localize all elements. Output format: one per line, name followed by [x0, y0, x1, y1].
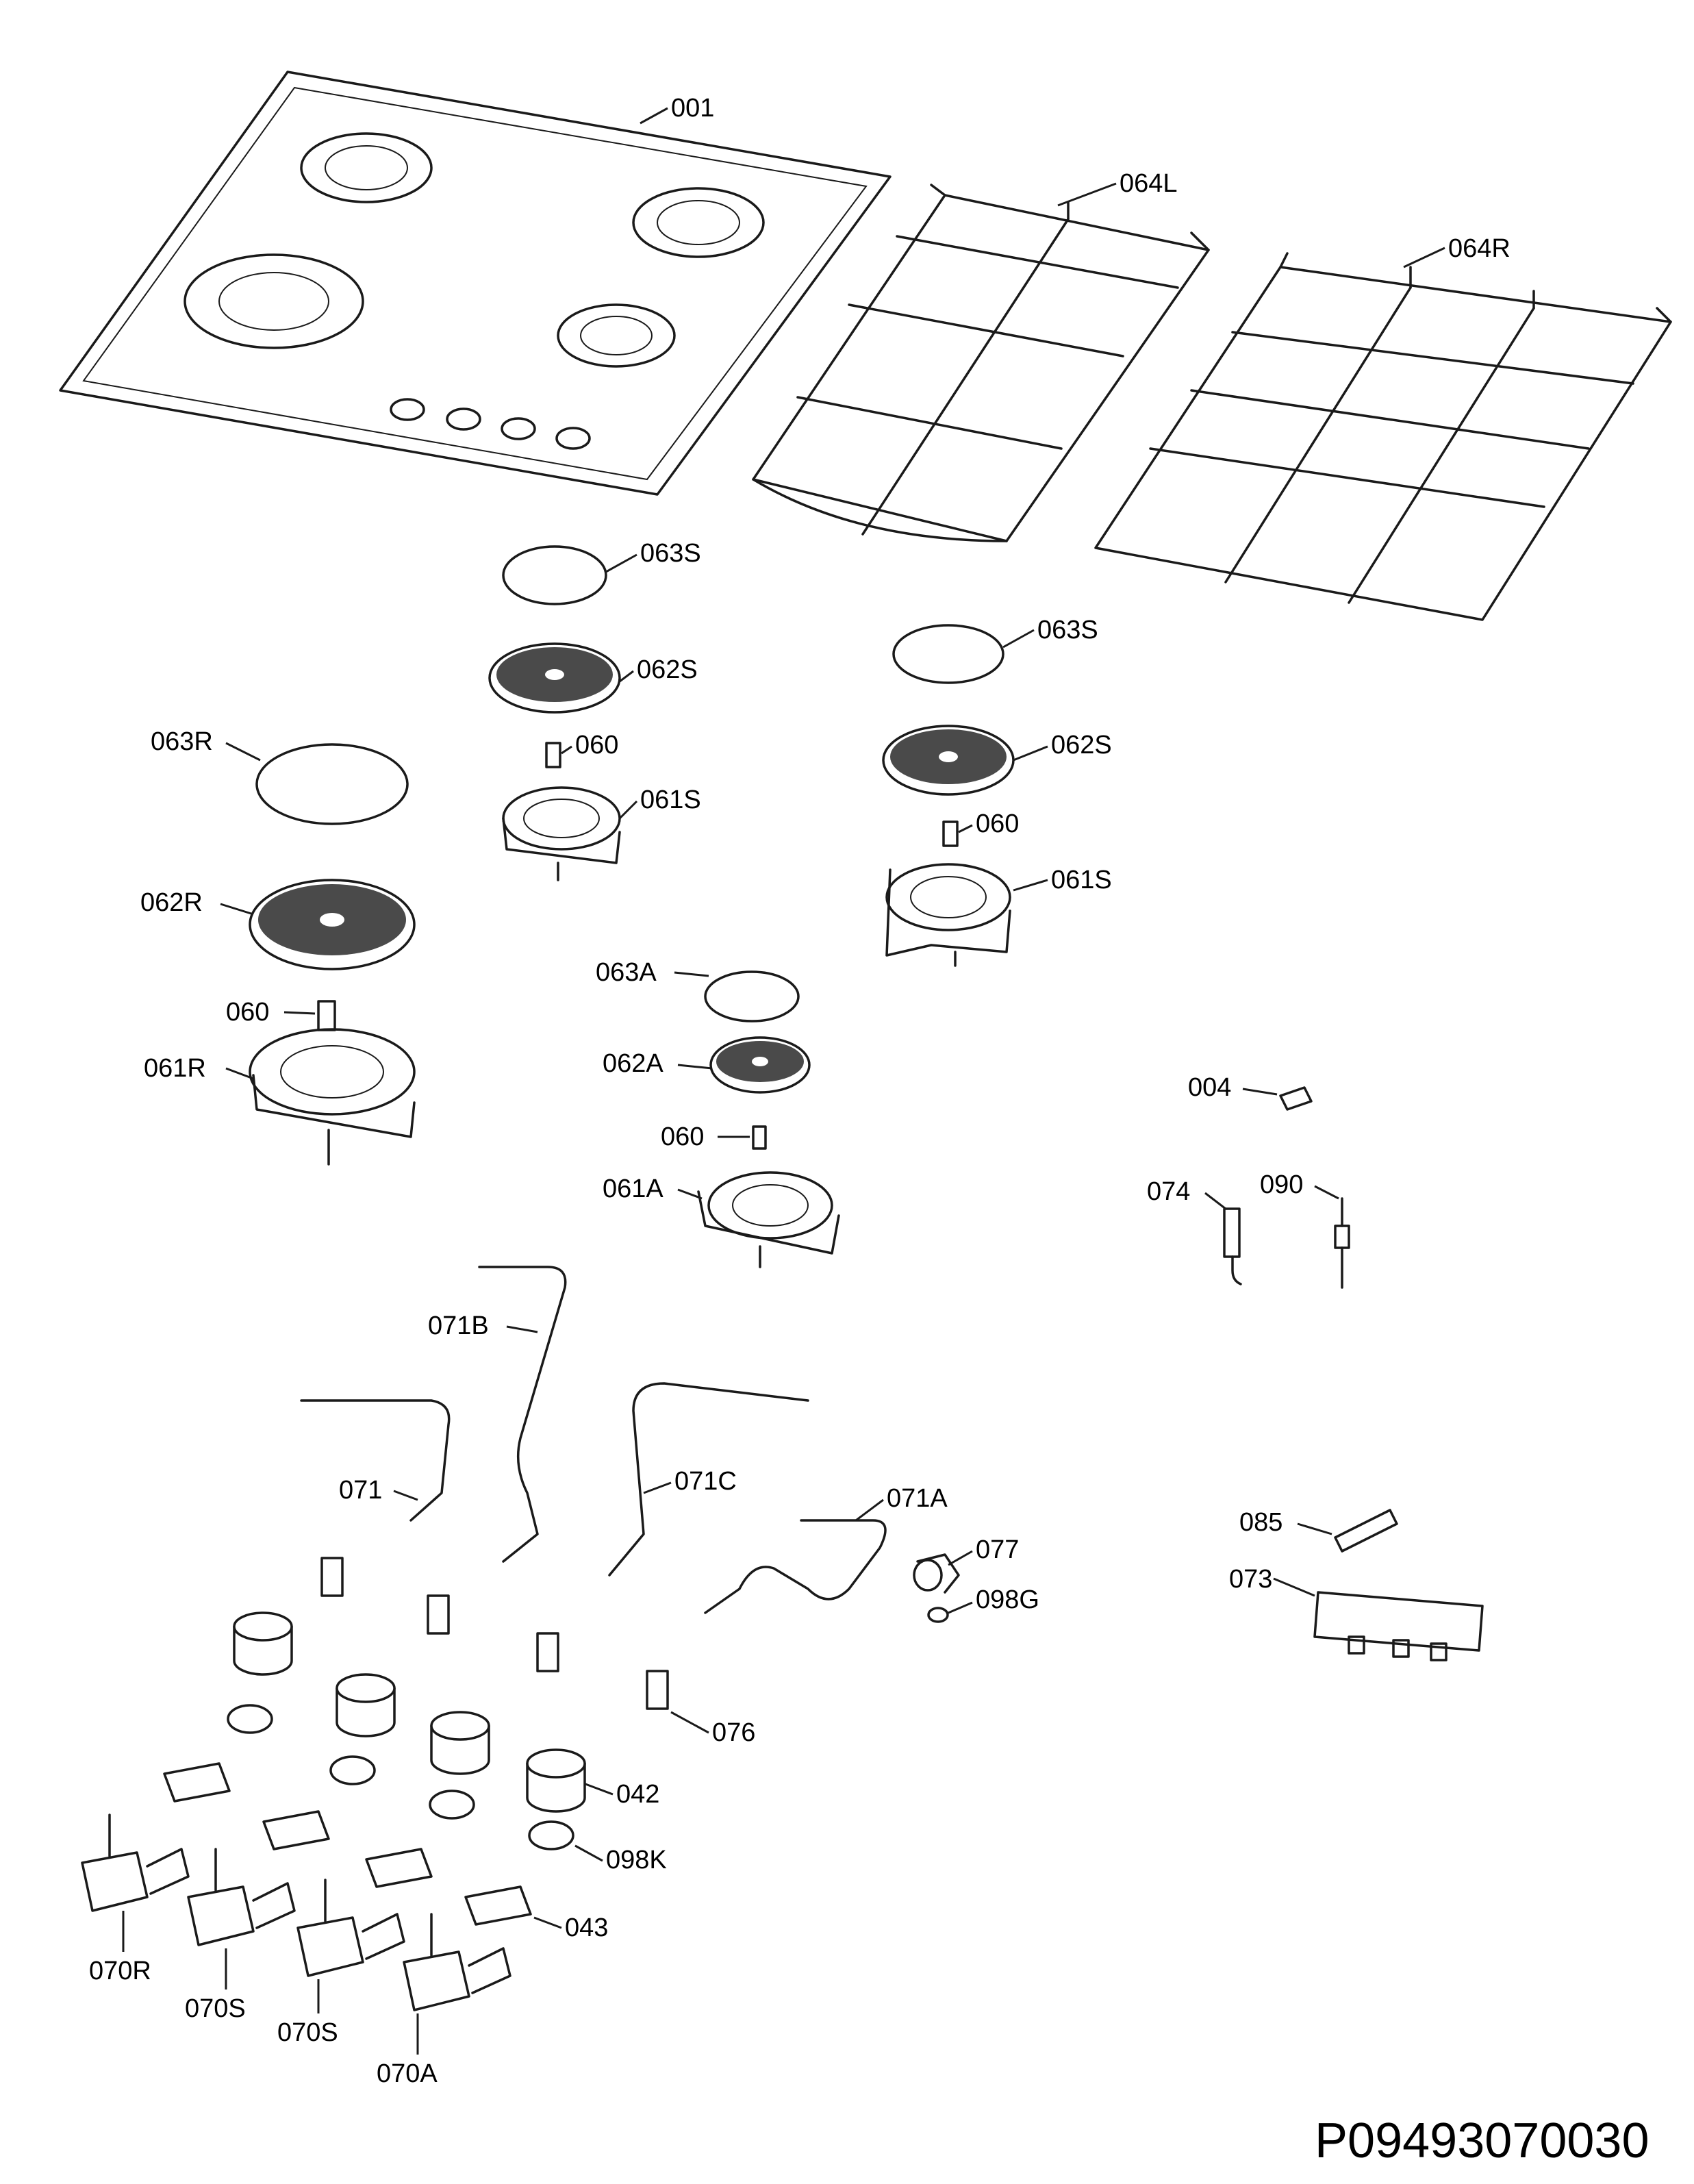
microswitch-043-a [163, 1762, 231, 1803]
label-063S-b: 063S [1037, 616, 1098, 644]
label-071C: 071C [674, 1467, 737, 1496]
gas-valve-070R [81, 1813, 190, 1912]
burner-body-061S-b [885, 863, 1011, 967]
part-labels: 001 064L 064R 063S 063S 062S 062S 063R 0… [89, 94, 1510, 2088]
gas-pipe-071C [608, 1382, 809, 1577]
bracket-076-d [646, 1670, 669, 1710]
label-060-a: 060 [575, 731, 618, 760]
label-063A: 063A [596, 958, 657, 987]
label-042: 042 [616, 1780, 659, 1809]
burner-body-061S-a [502, 786, 621, 881]
injector-060-d [752, 1125, 767, 1150]
knob-042-d [526, 1748, 586, 1813]
gas-pipe-071B [478, 1266, 567, 1563]
gas-valve-070S-a [187, 1848, 296, 1946]
label-071: 071 [339, 1476, 382, 1505]
burner-body-061A [697, 1171, 840, 1268]
label-073: 073 [1229, 1565, 1272, 1594]
injector-060-b [942, 820, 959, 847]
bracket-076-c [536, 1632, 559, 1672]
ignition-electrode-074 [1223, 1207, 1242, 1285]
label-076: 076 [712, 1718, 755, 1747]
thermocouple-090 [1334, 1197, 1350, 1289]
label-061S-a: 061S [640, 786, 701, 814]
ignition-generator-073 [1313, 1591, 1484, 1661]
elbow-connector-077 [913, 1553, 960, 1594]
label-064R: 064R [1448, 234, 1510, 263]
label-061R: 061R [144, 1054, 206, 1083]
clip-004 [1279, 1086, 1313, 1111]
burner-crown-062S-a [488, 642, 621, 714]
label-060-d: 060 [661, 1122, 704, 1151]
burner-crown-062S-b [882, 725, 1015, 796]
gas-pipe-071A [704, 1519, 887, 1614]
label-071B: 071B [428, 1311, 489, 1340]
label-062A: 062A [603, 1049, 663, 1078]
gas-valve-070S-b [296, 1879, 405, 1977]
label-063R: 063R [151, 727, 213, 756]
burner-crown-062R [249, 879, 416, 970]
bracket-076-b [427, 1594, 450, 1635]
label-060-c: 060 [226, 998, 269, 1027]
burner-body-061R [249, 1028, 416, 1166]
knob-042-a [233, 1611, 293, 1676]
label-090: 090 [1260, 1170, 1303, 1199]
bracket-076-a [320, 1557, 344, 1597]
label-064L: 064L [1120, 169, 1178, 198]
burner-cap-063R [255, 743, 409, 825]
gas-valve-070A [403, 1913, 511, 2011]
label-098G: 098G [976, 1585, 1039, 1614]
leader-lines [122, 107, 1445, 2055]
label-001: 001 [671, 94, 714, 123]
label-085: 085 [1239, 1508, 1282, 1537]
label-062R: 062R [140, 888, 203, 917]
label-061A: 061A [603, 1175, 663, 1203]
burner-cap-063S-a [502, 545, 607, 605]
label-060-b: 060 [976, 809, 1019, 838]
pan-support-right-064R [1094, 252, 1672, 621]
label-074: 074 [1147, 1177, 1190, 1206]
label-004: 004 [1188, 1073, 1231, 1102]
injector-060-a [545, 742, 561, 768]
knob-042-c [430, 1711, 490, 1775]
hob-top-001 [59, 71, 892, 496]
label-043: 043 [565, 1913, 608, 1942]
label-061S-b: 061S [1051, 866, 1112, 894]
injector-060-c [317, 1000, 336, 1031]
label-070S-b: 070S [277, 2018, 338, 2047]
label-070A: 070A [377, 2059, 438, 2088]
seal-ring-098K-a [227, 1704, 273, 1734]
microswitch-043-b [262, 1810, 330, 1850]
burner-cap-063A [704, 970, 800, 1022]
label-077: 077 [976, 1535, 1019, 1564]
bracket-085 [1334, 1509, 1398, 1553]
microswitch-043-c [365, 1848, 433, 1888]
washer-098G [927, 1607, 949, 1623]
microswitch-043-d [464, 1885, 532, 1926]
gas-pipe-071 [300, 1399, 451, 1522]
label-070R: 070R [89, 1957, 151, 1985]
burner-cap-063S-b [892, 624, 1004, 684]
label-062S-b: 062S [1051, 731, 1112, 760]
knob-042-b [336, 1673, 396, 1737]
document-id: P09493070030 [1315, 2113, 1649, 2168]
label-098K: 098K [606, 1846, 667, 1874]
burner-crown-062A [709, 1036, 811, 1094]
label-062S-a: 062S [637, 655, 698, 684]
label-063S-a: 063S [640, 539, 701, 568]
label-071A: 071A [887, 1484, 948, 1513]
label-070S-a: 070S [185, 1994, 246, 2023]
pan-support-left-064L [752, 184, 1210, 542]
seal-ring-098K-d [528, 1820, 574, 1850]
seal-ring-098K-c [429, 1790, 475, 1820]
seal-ring-098K-b [329, 1755, 376, 1785]
